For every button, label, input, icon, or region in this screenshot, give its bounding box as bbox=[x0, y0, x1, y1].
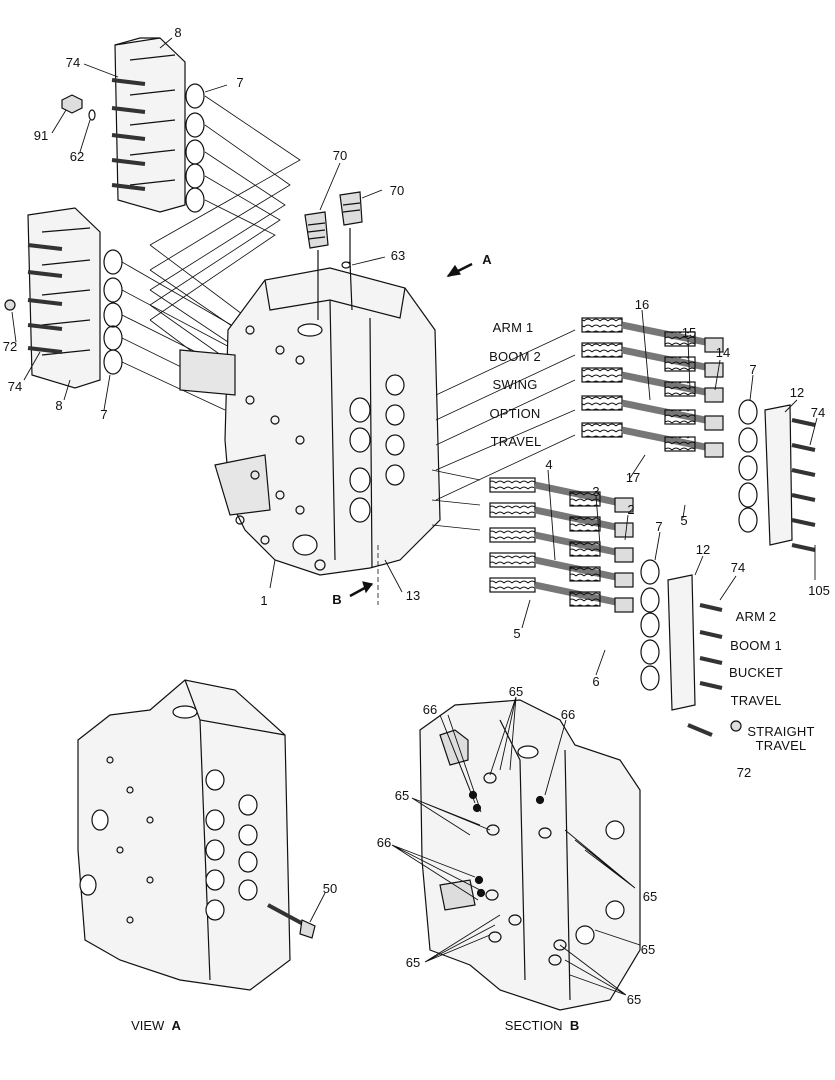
callout-66-top-left: 66 bbox=[422, 702, 438, 717]
view-arrow-a-label: A bbox=[482, 252, 492, 267]
callout-1: 1 bbox=[260, 593, 268, 608]
leader-lines bbox=[11, 37, 818, 996]
callout-16: 16 bbox=[634, 297, 650, 312]
view-a-letter: A bbox=[171, 1018, 181, 1033]
callout-65-top: 65 bbox=[508, 684, 524, 699]
callout-74-lower-right: 74 bbox=[730, 560, 746, 575]
callout-72-left: 72 bbox=[2, 339, 18, 354]
callout-8-top: 8 bbox=[174, 25, 182, 40]
callout-4: 4 bbox=[545, 457, 553, 472]
left-solenoid-covers bbox=[4, 207, 241, 411]
label-travel-lower: TRAVEL bbox=[730, 693, 782, 708]
view-a-title: VIEW A bbox=[131, 1019, 181, 1033]
main-valve-body bbox=[179, 267, 441, 576]
label-arm-2: ARM 2 bbox=[735, 609, 777, 624]
callout-5-upper: 5 bbox=[680, 513, 688, 528]
callout-7-left: 7 bbox=[100, 407, 108, 422]
label-bucket: BUCKET bbox=[729, 665, 783, 680]
callout-7-top: 7 bbox=[236, 75, 244, 90]
callout-70-left: 70 bbox=[332, 148, 348, 163]
section-b-letter: B bbox=[569, 1018, 580, 1033]
upper-projection-lines bbox=[149, 95, 301, 381]
section-b-prefix: SECTION bbox=[504, 1018, 563, 1033]
callout-17: 17 bbox=[625, 470, 641, 485]
section-b-body bbox=[419, 699, 641, 1011]
callout-72-right: 72 bbox=[736, 765, 752, 780]
label-straight: STRAIGHT bbox=[747, 724, 815, 739]
label-arm-1: ARM 1 bbox=[492, 320, 534, 335]
callout-62: 62 bbox=[69, 149, 85, 164]
callout-63: 63 bbox=[390, 248, 406, 263]
callout-65-right-lower: 65 bbox=[626, 992, 642, 1007]
label-travel-upper: TRAVEL bbox=[490, 434, 542, 449]
callout-5-lower: 5 bbox=[513, 626, 521, 641]
upper-spools bbox=[435, 317, 816, 552]
callout-15: 15 bbox=[681, 325, 697, 340]
callout-50: 50 bbox=[322, 881, 338, 896]
callout-70-right: 70 bbox=[389, 183, 405, 198]
view-a-body bbox=[77, 679, 316, 991]
callout-12-upper: 12 bbox=[789, 385, 805, 400]
upper-solenoid-covers bbox=[61, 37, 205, 213]
label-boom-1: BOOM 1 bbox=[730, 638, 782, 653]
callout-7-upper-right: 7 bbox=[749, 362, 757, 377]
callout-6: 6 bbox=[592, 674, 600, 689]
section-b-title: SECTION B bbox=[505, 1019, 579, 1033]
callout-8-left: 8 bbox=[55, 398, 63, 413]
callout-13: 13 bbox=[405, 588, 421, 603]
callout-74-left: 74 bbox=[7, 379, 23, 394]
label-boom-2: BOOM 2 bbox=[489, 349, 541, 364]
callout-12-lower: 12 bbox=[695, 542, 711, 557]
callout-14: 14 bbox=[715, 345, 731, 360]
section-arrow-b-label: B bbox=[332, 592, 342, 607]
callout-74-upper-right: 74 bbox=[810, 405, 826, 420]
label-swing: SWING bbox=[492, 377, 538, 392]
callout-2: 2 bbox=[627, 502, 635, 517]
relief-valves bbox=[304, 191, 363, 320]
callout-65-left-lower: 65 bbox=[405, 955, 421, 970]
callout-66-top-right: 66 bbox=[560, 707, 576, 722]
callout-65-right-upper: 65 bbox=[642, 889, 658, 904]
callout-91: 91 bbox=[33, 128, 49, 143]
callout-65-right-middle: 65 bbox=[640, 942, 656, 957]
callout-3: 3 bbox=[592, 484, 600, 499]
label-option: OPTION bbox=[489, 406, 541, 421]
label-straight-travel: TRAVEL bbox=[755, 738, 807, 753]
view-a-prefix: VIEW bbox=[131, 1018, 165, 1033]
lower-spools bbox=[431, 469, 742, 737]
callout-74-top: 74 bbox=[65, 55, 81, 70]
callout-65-left-upper: 65 bbox=[394, 788, 410, 803]
callout-105: 105 bbox=[808, 583, 830, 598]
callout-66-left: 66 bbox=[376, 835, 392, 850]
callout-7-lower-right: 7 bbox=[655, 519, 663, 534]
